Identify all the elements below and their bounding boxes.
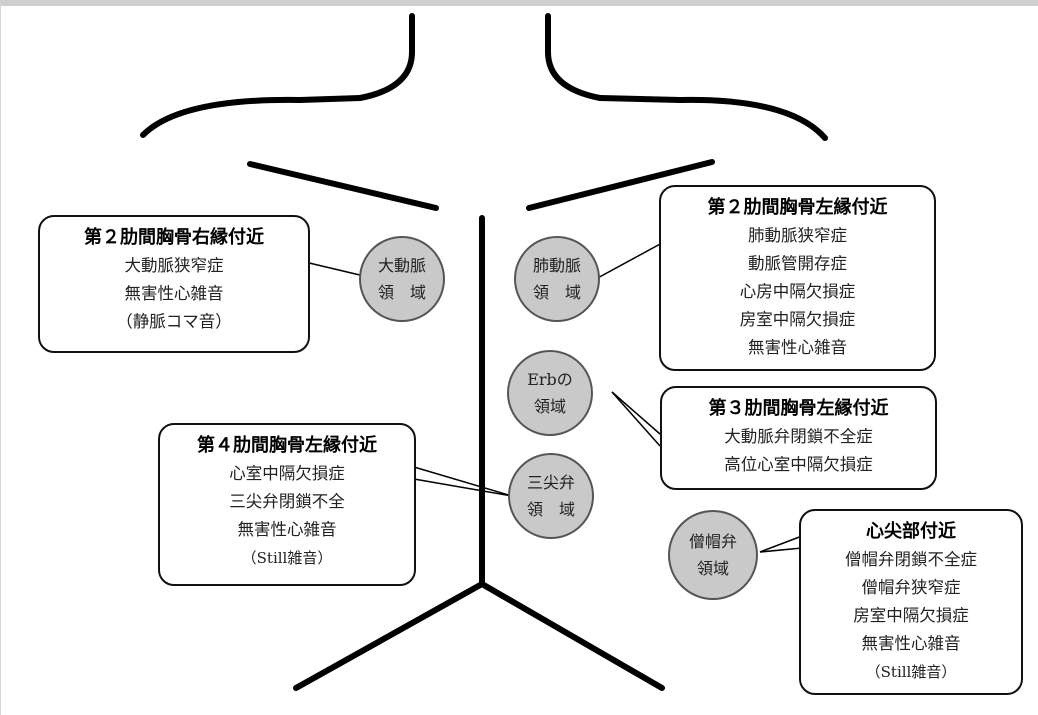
region-mitral: 僧帽弁 領域: [668, 510, 758, 600]
region-pulmonary: 肺動脈 領 域: [514, 236, 600, 322]
region-tricuspid-label-1: 三尖弁: [526, 473, 575, 492]
callout-item: 高位心室中隔欠損症: [724, 455, 873, 474]
region-aortic-label-2: 領 域: [377, 283, 426, 302]
callout-item: 無害性心雑音: [237, 520, 337, 539]
callout-left-3rd-intercostal: 第３肋間胸骨左縁付近 大動脈弁閉鎖不全症 高位心室中隔欠損症: [660, 386, 937, 490]
neck-left-line: [357, 13, 415, 101]
callout-item: 無害性心雑音: [861, 634, 961, 653]
shoulder-right-line: [597, 95, 828, 141]
callout-item: 房室中隔欠損症: [739, 310, 856, 329]
callout-title: 第４肋間胸骨左縁付近: [197, 435, 377, 456]
callout-item: 房室中隔欠損症: [853, 606, 969, 625]
clavicle-right: [526, 159, 715, 211]
clavicle-left: [247, 161, 439, 211]
callout-item: 大動脈弁閉鎖不全症: [724, 427, 873, 446]
callout-item: 肺動脈狭窄症: [748, 226, 847, 245]
callout-item: 僧帽弁狭窄症: [861, 578, 961, 597]
callout-item: 大動脈狭窄症: [124, 256, 224, 275]
region-pulmonary-label-2: 領 域: [532, 283, 581, 302]
callout-item: 無害性心雑音: [124, 284, 224, 303]
pointer-left-3rd-b: [611, 391, 661, 447]
callout-item: 無害性心雑音: [748, 338, 847, 357]
neck-right-line: [545, 13, 603, 101]
region-aortic-label-1: 大動脈: [377, 256, 426, 275]
pointer-apex-a: [759, 535, 803, 553]
region-erb-label-2: 領域: [533, 397, 566, 416]
region-tricuspid: 三尖弁 領 域: [508, 453, 594, 539]
callout-item: 僧帽弁閉鎖不全症: [845, 550, 977, 569]
pointer-right-2nd: [304, 261, 365, 277]
region-erb: Erbの 領域: [507, 350, 593, 436]
callout-title: 第３肋間胸骨左縁付近: [708, 398, 889, 419]
callout-item: （静脈コマ音）: [116, 312, 232, 331]
region-erb-label-1: Erbの: [527, 370, 573, 389]
pointer-left-4th-a: [413, 466, 513, 497]
callout-item: （Still雑音）: [865, 663, 957, 681]
callout-title: 心尖部付近: [866, 521, 956, 542]
callout-apex: 心尖部付近 僧帽弁閉鎖不全症 僧帽弁狭窄症 房室中隔欠損症 無害性心雑音 （St…: [799, 509, 1023, 695]
lower-rib-right: [479, 581, 665, 691]
callout-left-2nd-intercostal: 第２肋間胸骨左縁付近 肺動脈狭窄症 動脈管開存症 心房中隔欠損症 房室中隔欠損症…: [659, 185, 936, 371]
pointer-left-3rd-a: [611, 391, 661, 435]
pointer-apex-b: [759, 547, 803, 553]
callout-title: 第２肋間胸骨右縁付近: [84, 227, 264, 248]
pointer-left-2nd: [593, 242, 663, 281]
region-tricuspid-label-2: 領 域: [526, 500, 575, 519]
callout-item: 心房中隔欠損症: [739, 282, 856, 301]
callout-item: 三尖弁閉鎖不全: [229, 492, 345, 511]
callout-item: 心室中隔欠損症: [229, 464, 345, 483]
callout-title: 第２肋間胸骨左縁付近: [707, 197, 888, 218]
shoulder-left-line: [140, 95, 363, 138]
region-pulmonary-label-1: 肺動脈: [532, 256, 581, 275]
region-aortic: 大動脈 領 域: [359, 236, 445, 322]
lower-rib-left: [293, 581, 485, 691]
callout-left-4th-intercostal: 第４肋間胸骨左縁付近 心室中隔欠損症 三尖弁閉鎖不全 無害性心雑音 （Still…: [158, 423, 416, 586]
callout-item: 動脈管開存症: [748, 254, 847, 273]
pointer-left-4th-b: [413, 478, 513, 497]
callout-right-2nd-intercostal: 第２肋間胸骨右縁付近 大動脈狭窄症 無害性心雑音 （静脈コマ音）: [38, 215, 310, 353]
callout-item: （Still雑音）: [241, 549, 333, 567]
region-mitral-label-2: 領域: [696, 559, 729, 578]
region-mitral-label-1: 僧帽弁: [688, 532, 737, 551]
